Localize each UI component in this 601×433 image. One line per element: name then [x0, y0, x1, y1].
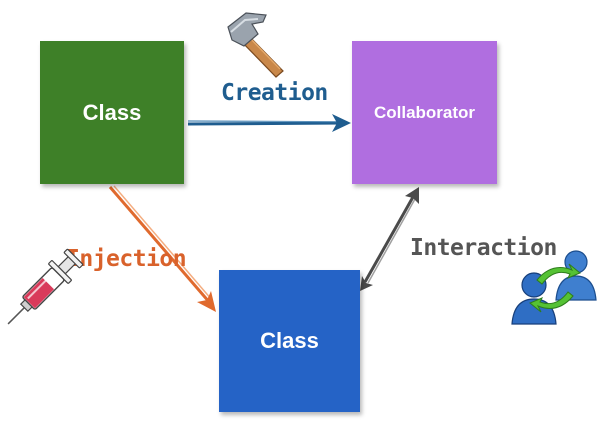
interaction-arrow — [360, 187, 419, 291]
class-node-top-label: Class — [82, 99, 142, 125]
interaction-label: Interaction — [410, 235, 557, 261]
creation-arrow — [187, 114, 351, 132]
class-node-bottom-label: Class — [260, 328, 319, 353]
collaborator-node-label: Collaborator — [373, 102, 476, 122]
injection-label: Injection — [66, 246, 187, 272]
class-node-bottom: Class — [219, 270, 360, 412]
class-node-top: Class — [40, 41, 184, 184]
creation-label: Creation — [221, 80, 328, 106]
collaborator-node: Collaborator — [352, 41, 497, 184]
injection-arrow — [108, 185, 216, 312]
